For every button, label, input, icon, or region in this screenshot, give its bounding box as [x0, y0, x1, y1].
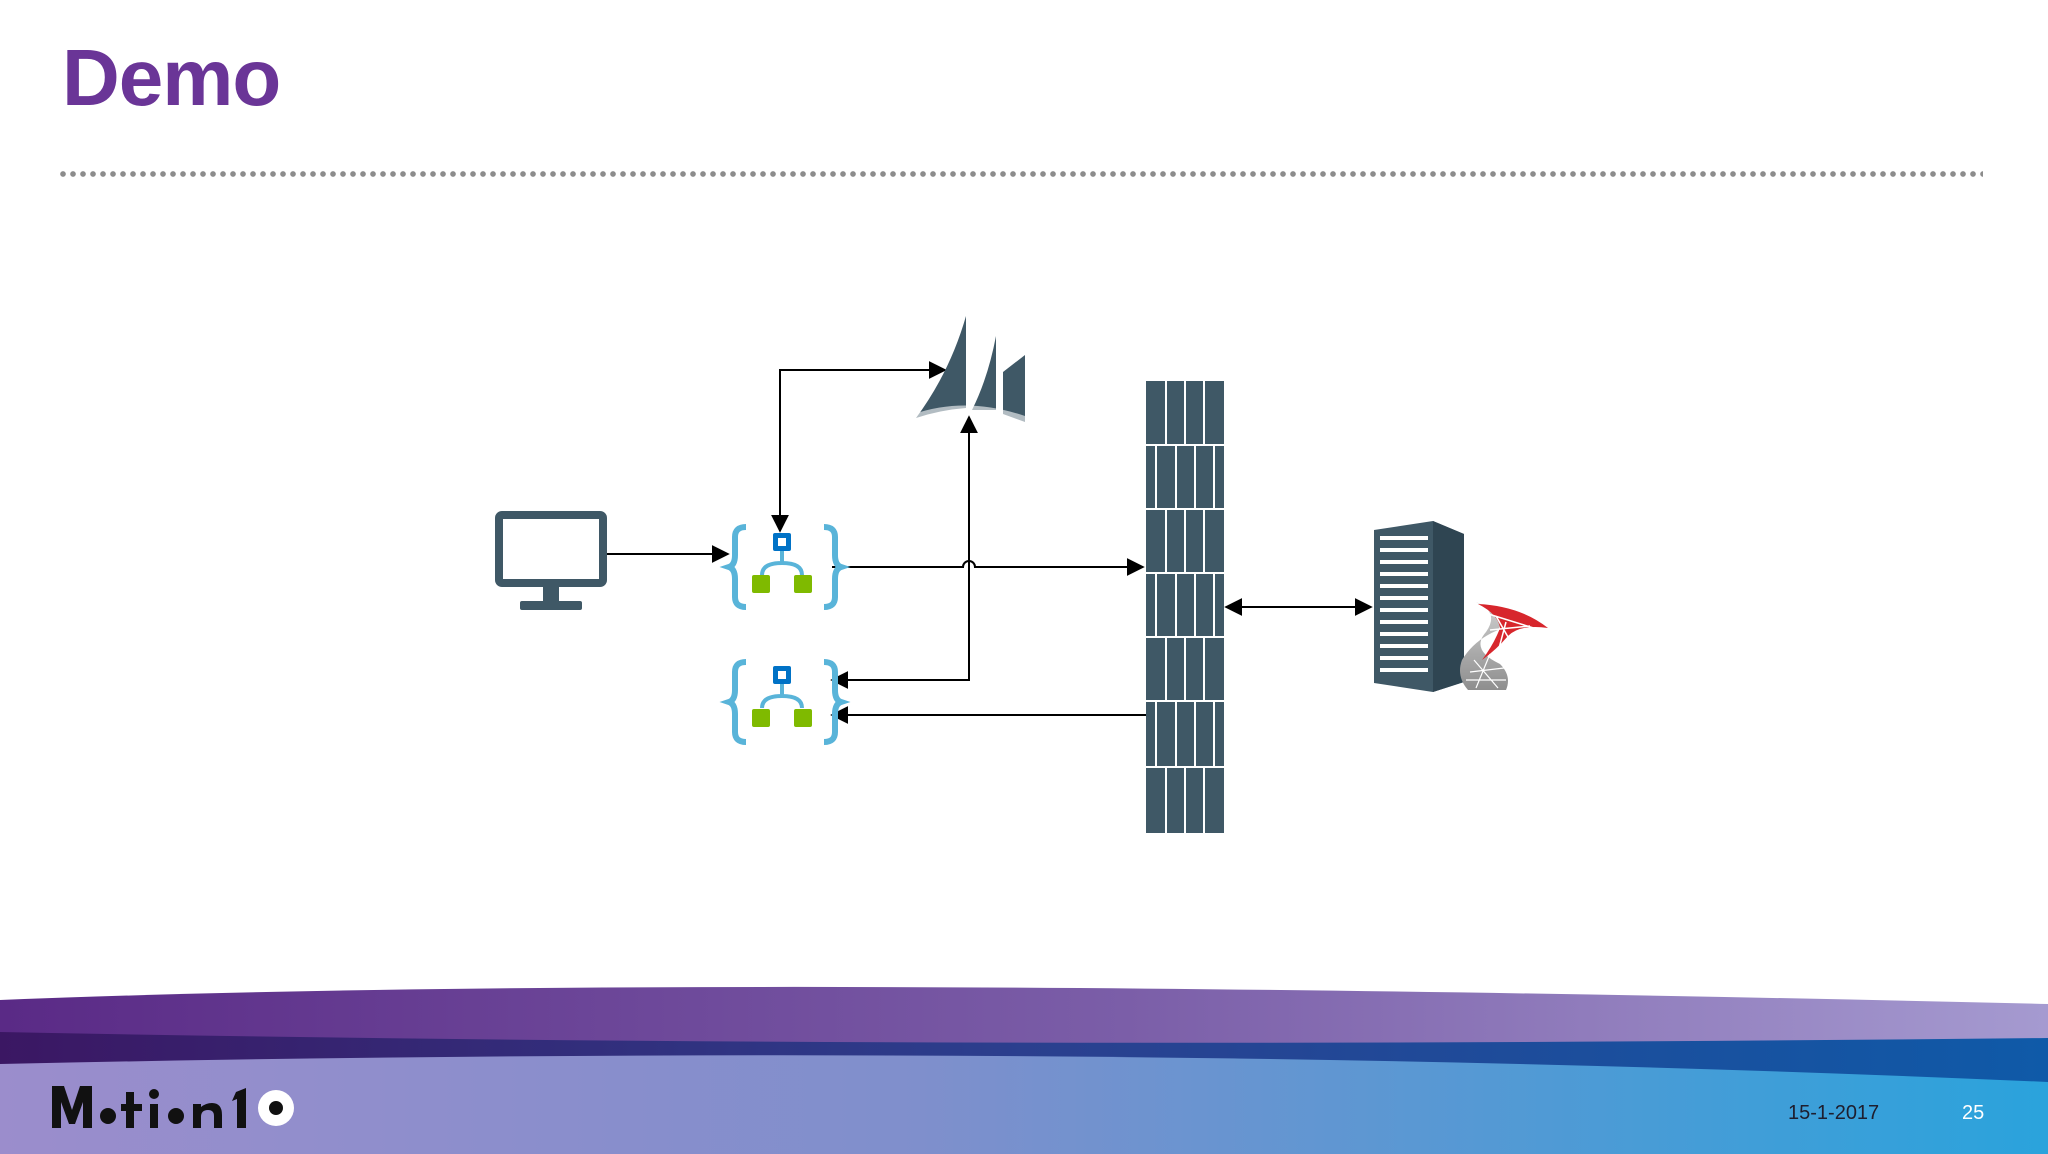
footer-band: [0, 986, 2048, 1154]
motion10-logo: [50, 1078, 300, 1134]
footer-date: 15-1-2017: [1788, 1102, 1880, 1124]
dynamics-sails-icon: [914, 316, 1025, 424]
logic-app-icon: [719, 659, 851, 745]
page-number: 25: [1962, 1102, 1985, 1124]
monitor-icon: [495, 511, 607, 610]
firewall-brick-wall-icon: [1146, 381, 1224, 833]
server-with-sql-logo-icon: [1374, 521, 1548, 692]
logic-app-icon: [719, 524, 851, 610]
sql-server-logo-icon: [1460, 602, 1548, 690]
slide-title: Demo: [62, 33, 281, 122]
edge-dynamics-to-logic-app-2: [830, 415, 978, 689]
title-divider: [58, 170, 1983, 178]
edge-logic-app-1-to-dynamics: [771, 361, 947, 533]
edge-logic-app-1-to-firewall: [832, 558, 1145, 576]
connectors: [606, 361, 1373, 724]
